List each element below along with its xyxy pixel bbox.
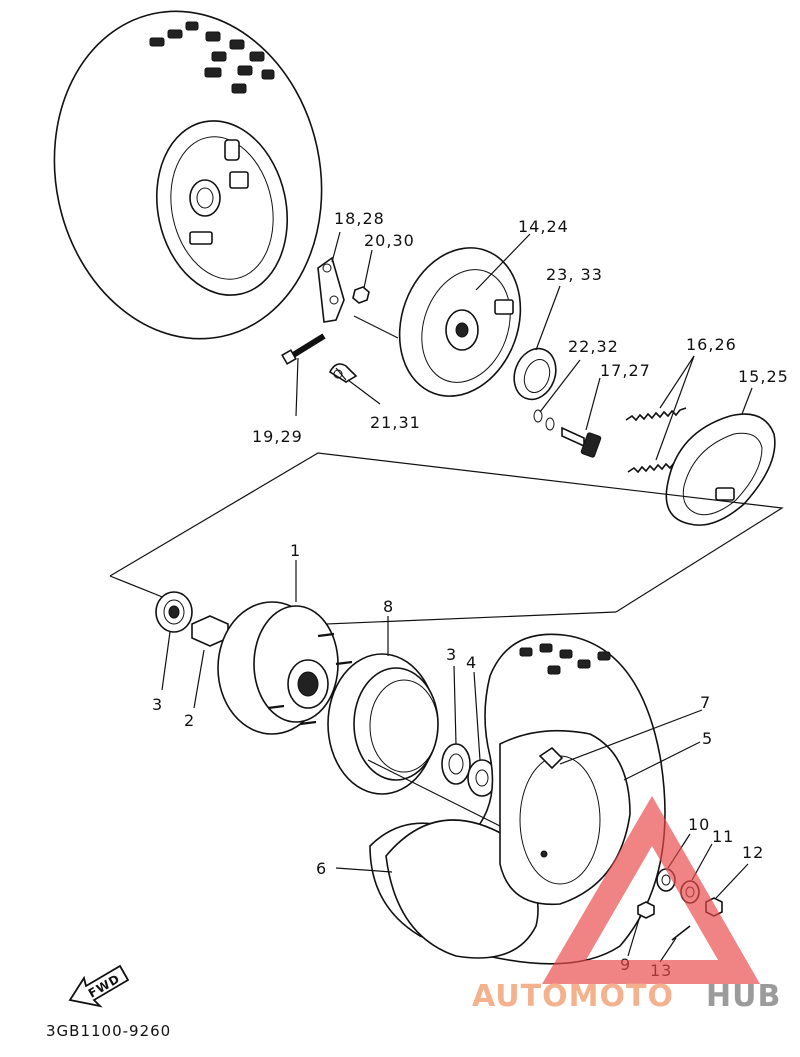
indicator-21-31: [328, 363, 358, 383]
callout-5: 5: [702, 729, 713, 748]
o-rings-22-32: [533, 409, 555, 431]
callout-17-27: 17,27: [600, 361, 651, 380]
spacer-4: [467, 759, 497, 797]
callout-18-28: 18,28: [334, 209, 385, 228]
diagram-code: 3GB1100-9260: [46, 1022, 171, 1040]
watermark-text-automoto: AUTOMOTO: [472, 979, 674, 1014]
callout-10: 10: [688, 815, 710, 834]
callout-23-33: 23, 33: [546, 265, 603, 284]
nut-20-30: [352, 286, 370, 304]
callout-8: 8: [383, 597, 394, 616]
callout-21-31: 21,31: [370, 413, 421, 432]
tire-assembled: [53, 10, 323, 340]
brake-shoe-plate: [398, 247, 522, 397]
tire-split: [369, 633, 666, 965]
brake-drum-1: [217, 601, 353, 735]
callout-7: 7: [700, 693, 711, 712]
callout-3-left: 3: [152, 695, 163, 714]
callout-4: 4: [466, 653, 477, 672]
callout-14-24: 14,24: [518, 217, 569, 236]
callout-20-30: 20,30: [364, 231, 415, 250]
callout-6: 6: [316, 859, 327, 878]
callout-2: 2: [184, 711, 195, 730]
callout-11: 11: [712, 827, 734, 846]
callout-12: 12: [742, 843, 764, 862]
seal-ring-8: [327, 653, 439, 795]
watermark-logo: AUTOMOTO HUB: [472, 796, 781, 1014]
callout-19-29: 19,29: [252, 427, 303, 446]
bolt-19-29: [281, 333, 326, 365]
callout-22-32: 22,32: [568, 337, 619, 356]
callout-16-26: 16,26: [686, 335, 737, 354]
callout-labels: 18,28 20,30 14,24 23, 33 22,32 17,27 16,…: [152, 209, 789, 980]
bearing-3-right: [441, 743, 471, 785]
callout-15-25: 15,25: [738, 367, 789, 386]
cam-shaft-17-27: [561, 426, 602, 458]
watermark-text-hub: HUB: [706, 979, 781, 1014]
nut-9: [637, 901, 655, 919]
fwd-arrow-icon: FWD: [68, 964, 130, 1008]
pin-13: [671, 925, 691, 941]
brake-shoe-15-25: [665, 413, 776, 526]
oil-seal-23-33: [513, 347, 557, 401]
callout-1: 1: [290, 541, 301, 560]
bearing-3-left: [155, 591, 193, 633]
cam-lever: [317, 256, 345, 323]
callout-3-right: 3: [446, 645, 457, 664]
leader-lines: [161, 231, 753, 963]
watermark-triangle-icon: [542, 796, 760, 984]
